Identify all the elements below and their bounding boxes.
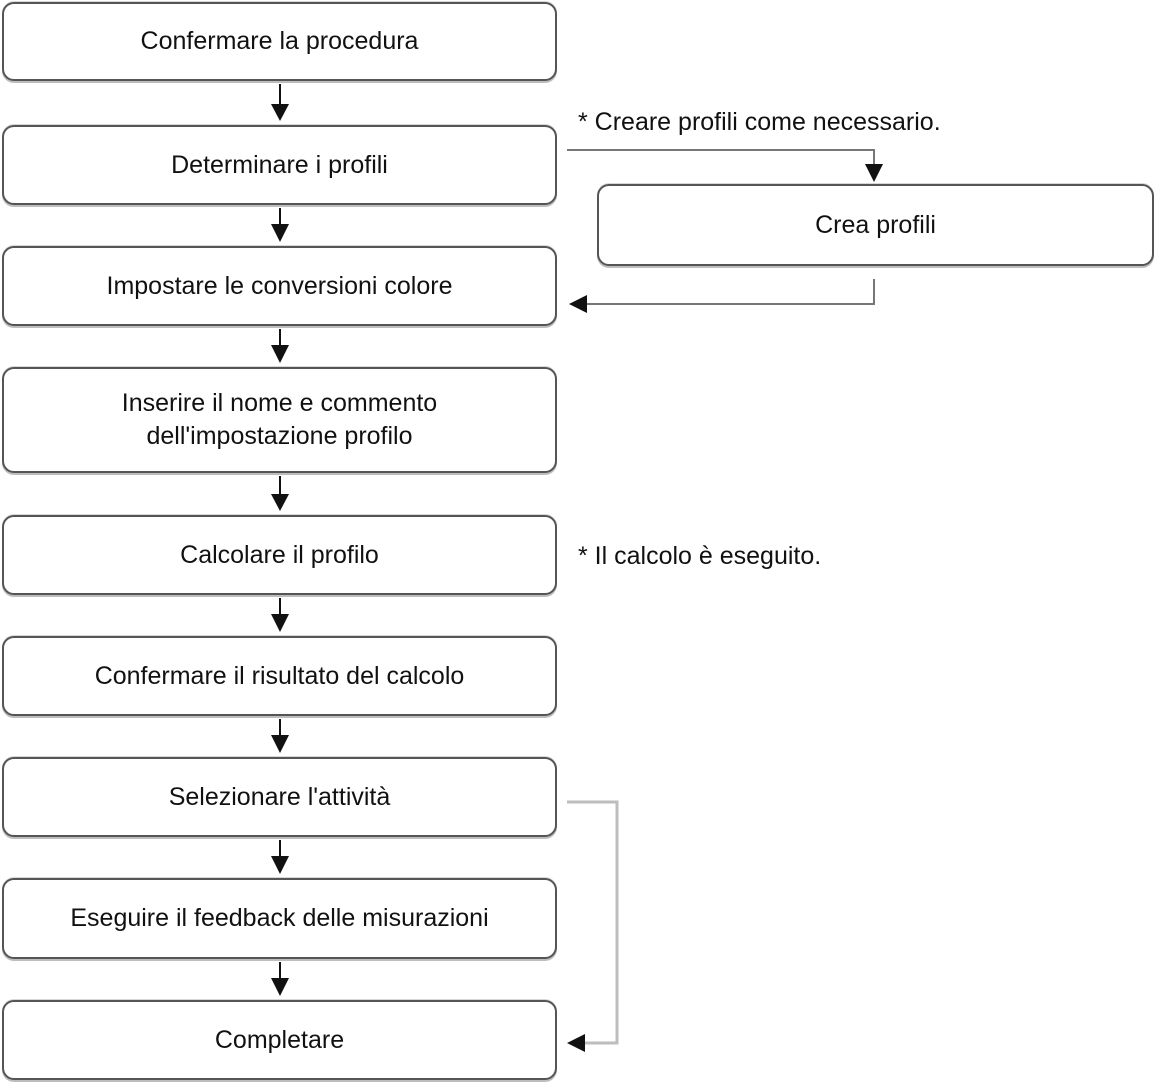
step-select-task: Selezionare l'attività xyxy=(2,757,557,837)
arrow-step3-to-step4 xyxy=(271,329,289,363)
arrow-step4-to-step5 xyxy=(271,476,289,511)
arrow-step7-to-step8 xyxy=(271,840,289,874)
step-measurement-feedback: Eseguire il feedback delle misurazioni xyxy=(2,878,557,959)
step-confirm-procedure: Confermare la procedura xyxy=(2,2,557,81)
arrow-step5-to-step6 xyxy=(271,598,289,632)
step-calculate-profile: Calcolare il profilo xyxy=(2,515,557,595)
arrow-step2-to-step3 xyxy=(271,208,289,242)
arrow-step1-to-step2 xyxy=(271,84,289,121)
arrow-step8-to-step9 xyxy=(271,962,289,996)
step-create-profiles: Crea profili xyxy=(597,184,1154,266)
step-enter-name-comment: Inserire il nome e commento dell'imposta… xyxy=(2,367,557,473)
arrow-to-create-profiles xyxy=(567,149,883,182)
arrow-from-create-profiles xyxy=(569,279,875,313)
step-determine-profiles: Determinare i profili xyxy=(2,125,557,205)
step-confirm-calculation-result: Confermare il risultato del calcolo xyxy=(2,636,557,716)
arrow-step6-to-step7 xyxy=(271,719,289,753)
note-calculation: * Il calcolo è eseguito. xyxy=(578,542,822,570)
arrow-skip-to-complete xyxy=(567,800,619,1052)
note-create-profiles: * Creare profili come necessario. xyxy=(578,108,941,136)
step-complete: Completare xyxy=(2,1000,557,1080)
step-set-color-conversions: Impostare le conversioni colore xyxy=(2,246,557,326)
